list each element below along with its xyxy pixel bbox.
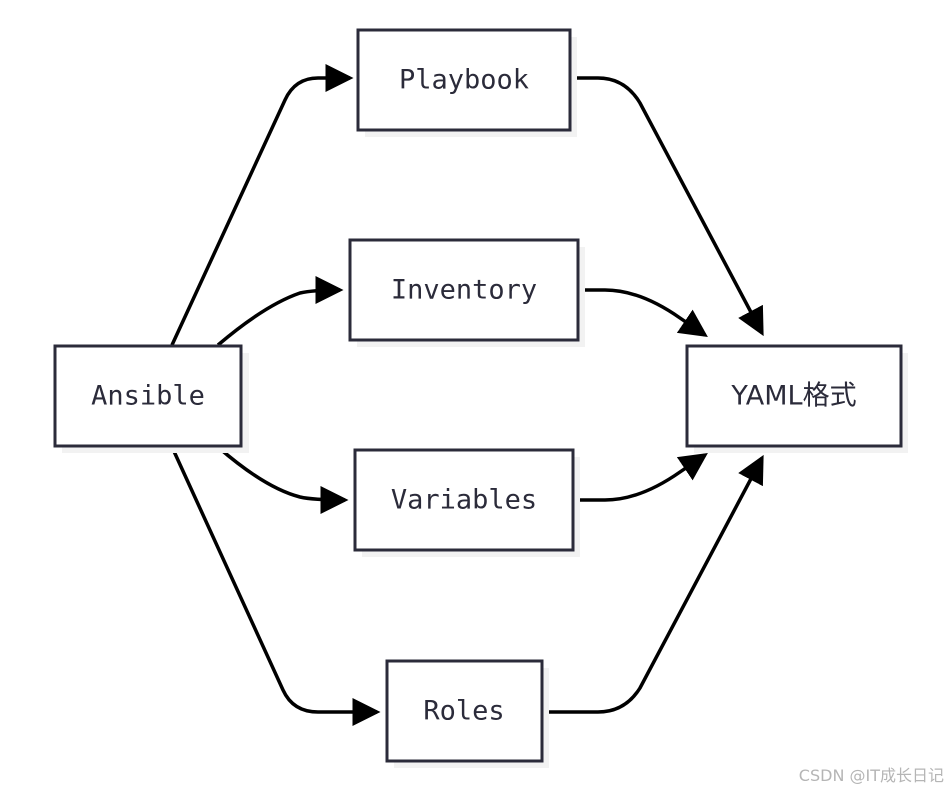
node-yaml: YAML格式 <box>685 344 908 453</box>
node-label-ansible: Ansible <box>91 381 205 412</box>
node-variables: Variables <box>353 448 580 557</box>
node-inventory: Inventory <box>348 238 585 347</box>
edge-ansible-playbook <box>170 64 354 346</box>
edge-variables-yaml <box>573 453 708 502</box>
node-label-roles: Roles <box>423 696 504 727</box>
node-label-playbook: Playbook <box>399 65 529 96</box>
node-roles: Roles <box>385 659 549 768</box>
edge-ansible-roles <box>170 446 381 726</box>
node-playbook: Playbook <box>356 28 577 137</box>
node-label-variables: Variables <box>391 485 537 516</box>
edge-ansible-inventory <box>216 276 344 347</box>
node-label-yaml: YAML格式 <box>730 381 856 412</box>
edge-inventory-yaml <box>578 288 708 337</box>
edge-roles-yaml <box>542 454 764 714</box>
node-label-inventory: Inventory <box>391 275 537 306</box>
edge-ansible-variables <box>216 445 349 514</box>
watermark: CSDN @IT成长日记 <box>798 766 944 785</box>
node-ansible: Ansible <box>53 344 249 453</box>
edge-playbook-yaml <box>570 76 764 337</box>
